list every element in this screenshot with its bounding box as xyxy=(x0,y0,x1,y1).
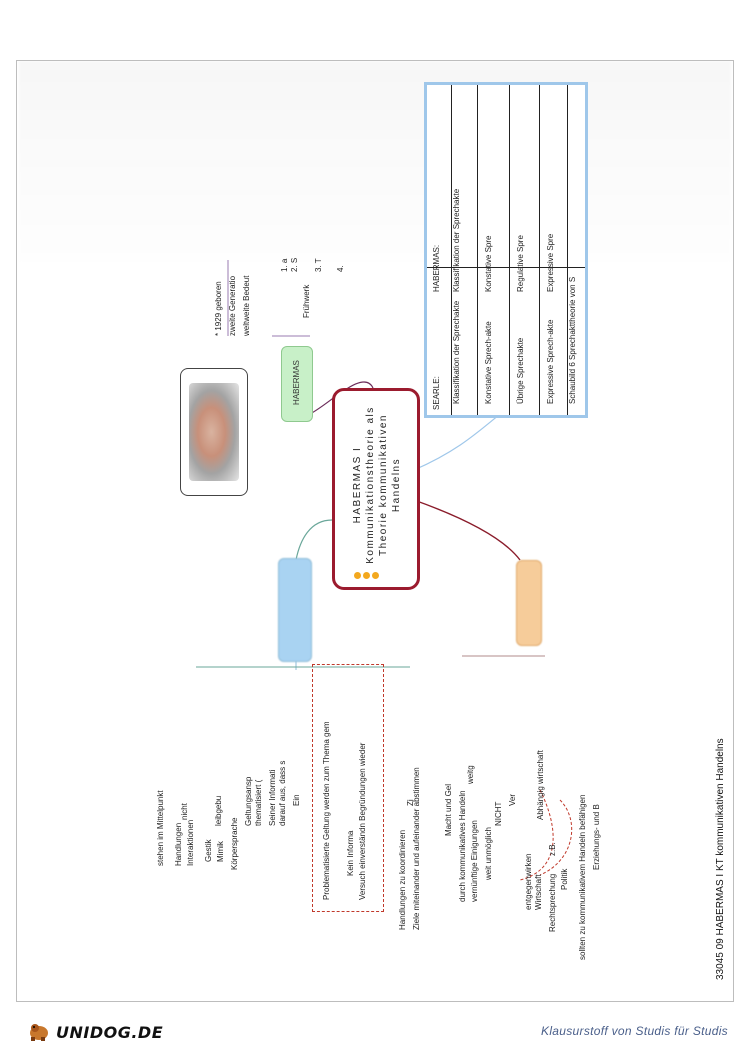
logo-text: UNIDOG.DE xyxy=(56,1023,164,1042)
lb-interaktionen: Interaktionen xyxy=(186,819,195,866)
lb-korpersprache: Körpersprache xyxy=(230,817,239,870)
bio-item3: 3. T xyxy=(314,258,323,272)
bio-fruehwerk: Frühwerk xyxy=(302,284,311,318)
lb-versuch: Versuch einverständn Begründungen wieder xyxy=(358,742,367,900)
lb-thematisiert: thematisiert ( xyxy=(254,779,263,826)
central-dots xyxy=(354,566,381,584)
bb-durch: durch kommunikatives Handeln xyxy=(458,790,467,902)
bb-zb: z.B. xyxy=(548,842,557,856)
table-searle-r4: Expressive Sprech-akte xyxy=(546,319,555,404)
bb-nicht: NICHT xyxy=(494,801,503,826)
lb-stehen: stehen im Mittelpunkt xyxy=(156,790,165,866)
footer-tagline: Klausurstoff von Studis für Studis xyxy=(541,1024,728,1038)
red-dashed-box xyxy=(312,664,384,912)
link-bottom xyxy=(413,499,521,561)
table-habermas-r2: Konstative Spre xyxy=(484,235,493,292)
lb-geltung: Geltungsansp xyxy=(244,776,253,826)
bb-sollten: sollten zu kommunikativem Handeln befähi… xyxy=(578,794,587,960)
table-habermas-header: HABERMAS: xyxy=(432,244,441,292)
bio-importance: weltweite Bedeut xyxy=(242,275,251,336)
sprechakt-table xyxy=(424,82,588,418)
table-col-divider xyxy=(539,85,540,415)
table-habermas-r3: Regulative Spre xyxy=(516,235,525,292)
link-dashed xyxy=(519,789,554,881)
bb-weitunmoeglich: weit unmöglich xyxy=(484,827,493,880)
table-row-divider xyxy=(427,267,585,268)
lb-handlungen: Handlungen xyxy=(174,822,183,866)
unidog-logo: UNIDOG.DE xyxy=(26,1020,163,1042)
table-searle-r3: Übrige Sprechakte xyxy=(516,337,525,404)
lb-seiner: Seiner Informati xyxy=(268,769,277,826)
bb-abhaengig: Abhängig wirtschaft xyxy=(536,750,545,820)
link-table xyxy=(413,409,506,471)
lb-mimik: Mimik xyxy=(216,841,225,862)
document-title: 33045 09 HABERMAS I KT kommunikativen Ha… xyxy=(715,738,726,980)
bottom-branch-node xyxy=(516,560,542,646)
bio-item4: 4. xyxy=(336,265,345,272)
lb-handlungen-koord: Handlungen zu koordinieren xyxy=(398,829,407,930)
central-title: HABERMAS I Kommunikationstheorie als The… xyxy=(352,406,402,564)
table-searle-header: SEARLE: xyxy=(432,376,441,410)
table-searle-r2: Konstative Sprech-akte xyxy=(484,321,493,404)
bio-generation: zweite Generatio xyxy=(228,275,237,336)
bb-wirtschaft: Wirtschaft xyxy=(534,874,543,910)
link-dashed-2 xyxy=(539,799,573,876)
table-col-divider xyxy=(451,85,452,415)
bb-macht: Macht und Gel xyxy=(444,783,453,836)
portrait-image xyxy=(189,383,239,481)
dot-icon xyxy=(372,572,379,579)
dot-icon xyxy=(354,572,361,579)
document-frame xyxy=(16,60,734,1002)
bb-weitgehend: weitg xyxy=(466,765,475,784)
bio-item1: 1. a xyxy=(280,258,289,272)
table-col-divider xyxy=(477,85,478,415)
table-col-divider xyxy=(567,85,568,415)
bb-politik: Politik xyxy=(560,868,569,890)
dog-icon xyxy=(30,1024,48,1041)
table-habermas-r4: Expressive Spre xyxy=(546,233,555,292)
lb-ziele: Ziele miteinander und aufeinander abstim… xyxy=(412,767,421,930)
habermas-label: HABERMAS xyxy=(292,360,301,405)
bio-item2: 2. S xyxy=(290,257,299,272)
lb-leibgebu: leibgebu xyxy=(214,795,223,826)
top-blur-band xyxy=(19,61,731,261)
dot-icon xyxy=(363,572,370,579)
lb-ein: Ein xyxy=(292,794,301,806)
lb-darauf: darauf aus, dass s xyxy=(278,760,287,826)
table-habermas-r1: Klassifikation der Sprechakte xyxy=(452,188,461,292)
table-caption: Schaubild 6 Sprechakttheorie von S xyxy=(568,276,577,404)
bb-ver: Ver xyxy=(508,793,517,806)
central-node: HABERMAS I Kommunikationstheorie als The… xyxy=(332,388,420,590)
lb-nicht: nicht xyxy=(180,803,189,820)
left-branch-node xyxy=(278,558,312,662)
lb-zi: Zi xyxy=(406,799,415,806)
habermas-node: HABERMAS xyxy=(281,346,313,422)
bio-born: * 1929 geboren xyxy=(214,281,223,336)
bb-rechtsprechung: Rechtsprechung xyxy=(548,873,557,932)
table-searle-r1: Klassifikation der Sprechakte xyxy=(452,300,461,404)
bb-vernuenftige: vernünftige Einigungen xyxy=(470,820,479,902)
link-left xyxy=(295,519,333,561)
bb-entgegenwirken: entgegenwirken xyxy=(524,853,533,910)
lb-problematisierte: Problematisierte Geltung werden zum Them… xyxy=(322,721,331,900)
bb-erziehungs: Erziehungs- und B xyxy=(592,804,601,870)
table-col-divider xyxy=(509,85,510,415)
lb-kein: Kein Informa xyxy=(346,830,355,876)
lb-gestik: Gestik xyxy=(204,839,213,862)
habermas-photo xyxy=(180,368,248,496)
